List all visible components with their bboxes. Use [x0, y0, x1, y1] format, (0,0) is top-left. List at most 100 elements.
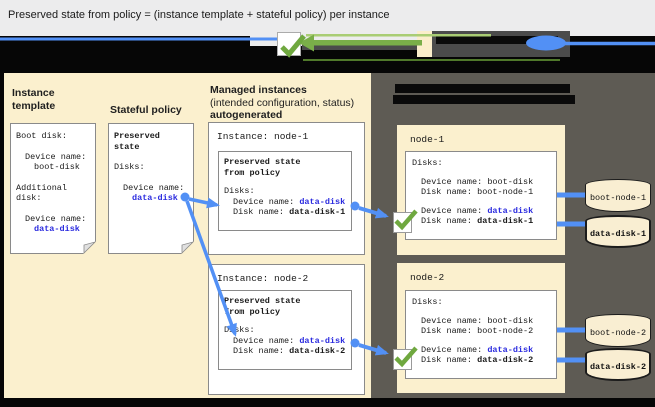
instance-title: Instance: node-2 [217, 273, 309, 284]
checkmark-stroke [394, 209, 418, 231]
disk-value: boot-node-1 [477, 187, 534, 197]
cylinder-body [585, 221, 651, 248]
device-name-label: Device name: [123, 182, 185, 193]
page-title: Preserved state from policy = (instance … [8, 9, 390, 21]
cylinder-label: data-disk-1 [589, 229, 647, 239]
device-value: data-disk [487, 344, 534, 355]
managed-label-line1: Managed instances [210, 84, 307, 96]
folded-corner-icon [83, 241, 96, 254]
preserved-heading-2: from policy [224, 306, 281, 317]
checkmark-icon [280, 34, 306, 58]
disk-label: Disk name: [421, 355, 478, 365]
disk-label: Disk name: [421, 326, 478, 336]
folded-corner-icon [181, 241, 194, 254]
preserved-state-box-node2: Preserved state from policy Disks: Devic… [218, 290, 352, 370]
device-name-label: Device name: [25, 151, 87, 162]
vm-name: node-2 [410, 272, 445, 283]
device-label: Device name: [421, 344, 488, 355]
vm-name: node-1 [410, 134, 445, 145]
cylinder-label: data-disk-2 [589, 362, 647, 372]
device-value: data-disk [299, 196, 346, 207]
device-value: data-disk [487, 205, 534, 216]
instance-title: Instance: node-1 [217, 131, 309, 142]
additional-disk-heading-2: disk: [16, 193, 42, 203]
cylinder-body [585, 320, 651, 347]
disk-cylinder-boot-node-1: boot-node-1 [585, 179, 651, 212]
legend-dark-bar [302, 44, 417, 50]
data-device-line: Device name: data-disk [412, 345, 550, 356]
data-disk-value: data-disk [132, 193, 178, 203]
boot-disk-heading: Boot disk: [16, 131, 68, 141]
legend-redacted-bar [436, 36, 558, 44]
legend-instance-chip [417, 31, 432, 57]
check-square-node1 [393, 212, 412, 233]
disk-value: data-disk-1 [289, 207, 346, 217]
boot-disk-line: Disk name: boot-node-1 [412, 187, 550, 198]
cylinder-label: boot-node-1 [589, 193, 647, 203]
device-label: Device name: [233, 196, 300, 207]
cylinder-body [585, 185, 651, 212]
boot-device-line: Device name: boot-disk [412, 177, 550, 188]
disks-heading: Disks: [114, 162, 145, 172]
device-name-label: Device name: [25, 213, 87, 224]
boot-disk-line: Disk name: boot-node-2 [412, 326, 550, 337]
device-value: boot-disk [487, 315, 534, 326]
boot-device-line: Device name: boot-disk [412, 316, 550, 327]
vm-disks-box-node2: Disks: Device name: boot-disk Disk name:… [405, 290, 557, 379]
disk-label: Disk name: [421, 187, 478, 197]
checkmark-icon [394, 346, 418, 368]
device-value: data-disk [299, 335, 346, 346]
disks-heading: Disks: [412, 158, 443, 168]
disk-line: Disk name: data-disk-2 [224, 346, 346, 357]
checkmark-icon [394, 209, 418, 231]
managed-label-line3: autogenerated [210, 109, 283, 121]
device-line: Device name: data-disk [224, 197, 346, 208]
disks-heading: Disks: [224, 325, 255, 335]
disks-heading: Disks: [224, 186, 255, 196]
disks-heading: Disks: [412, 297, 443, 307]
instance-template-label: Instance template [12, 87, 56, 112]
instance-template-doc: Boot disk: Device name: boot-disk Additi… [10, 123, 96, 254]
disk-cylinder-boot-node-2: boot-node-2 [585, 314, 651, 347]
data-disk-line: Disk name: data-disk-2 [412, 355, 550, 366]
disk-cylinder-data-disk-2: data-disk-2 [585, 348, 651, 381]
checkmark-stroke [280, 34, 306, 58]
device-label: Device name: [421, 315, 488, 326]
disk-value: data-disk-2 [289, 346, 346, 356]
managed-instances-label: Managed instances (intended configuratio… [210, 84, 370, 122]
stateful-policy-doc: Preserved state Disks: Device name: data… [108, 123, 194, 254]
checkmark-stroke [394, 346, 418, 368]
data-disk-value: data-disk [34, 224, 80, 234]
redacted-heading-bar [393, 95, 575, 104]
disk-label: Disk name: [233, 346, 290, 356]
vm-disks-box-node1: Disks: Device name: boot-disk Disk name:… [405, 151, 557, 240]
device-label: Device name: [421, 176, 488, 187]
redacted-heading-bar [395, 84, 570, 93]
stateful-policy-label: Stateful policy [110, 104, 182, 116]
device-value: boot-disk [487, 176, 534, 187]
cylinder-body [585, 354, 651, 381]
legend-dark-strip [417, 31, 570, 57]
preserved-heading: Preserved state [224, 157, 301, 167]
disk-line: Disk name: data-disk-1 [224, 207, 346, 218]
data-disk-line: Disk name: data-disk-1 [412, 216, 550, 227]
preserved-state-box-node1: Preserved state from policy Disks: Devic… [218, 151, 352, 231]
disk-label: Disk name: [233, 207, 290, 217]
disk-value: data-disk-2 [477, 355, 534, 365]
data-device-line: Device name: data-disk [412, 206, 550, 217]
preserved-heading: Preserved state [224, 296, 301, 306]
preserved-state-heading: Preserved [114, 131, 160, 141]
cylinder-label: boot-node-2 [589, 328, 647, 338]
disk-value: boot-node-2 [477, 326, 534, 336]
device-label: Device name: [233, 335, 300, 346]
device-label: Device name: [421, 205, 488, 216]
check-square-node2 [393, 349, 412, 370]
device-line: Device name: data-disk [224, 336, 346, 347]
additional-disk-heading: Additional [16, 182, 68, 193]
managed-label-line2: (intended configuration, status) [210, 96, 355, 109]
preserved-heading-2: from policy [224, 167, 281, 178]
disk-cylinder-data-disk-1: data-disk-1 [585, 215, 651, 248]
preserved-state-heading-2: state [114, 141, 140, 152]
boot-disk-value: boot-disk [34, 162, 80, 172]
